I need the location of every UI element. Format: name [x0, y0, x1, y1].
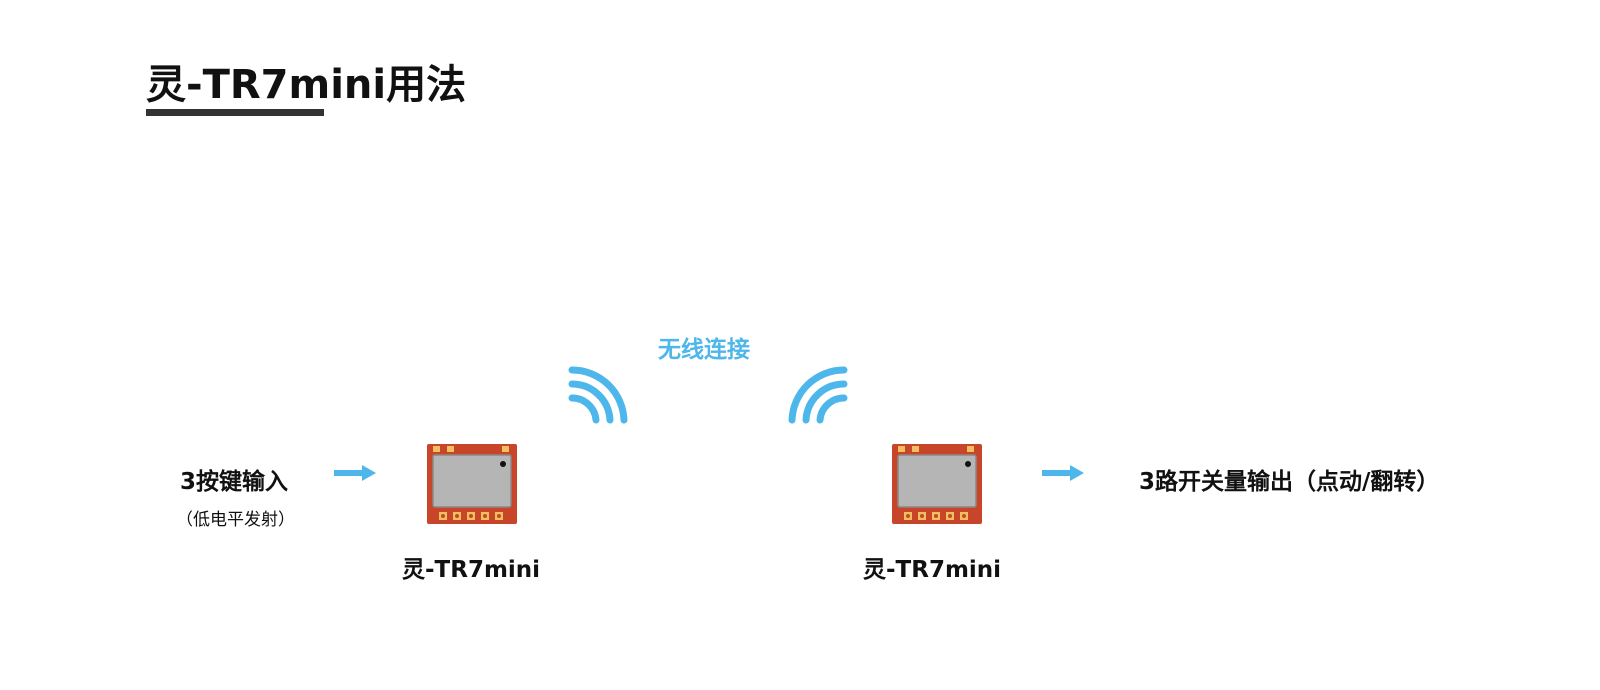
rf-module-chip-icon [892, 444, 982, 524]
right-arrow-icon [334, 465, 376, 481]
output-label: 3路开关量输出（点动/翻转） [1139, 469, 1440, 495]
page-title: 灵-TR7mini用法 [146, 62, 467, 108]
module-label-right: 灵-TR7mini [863, 557, 1002, 583]
module-label-left: 灵-TR7mini [402, 557, 541, 583]
wireless-label: 无线连接 [658, 337, 750, 363]
title-underline [146, 109, 324, 116]
input-sublabel: （低电平发射） [176, 510, 295, 530]
wireless-signal-icon [568, 366, 628, 424]
input-label: 3按键输入 [180, 469, 289, 495]
rf-module-chip-icon [427, 444, 517, 524]
right-arrow-icon [1042, 465, 1084, 481]
wireless-signal-icon [788, 366, 848, 424]
